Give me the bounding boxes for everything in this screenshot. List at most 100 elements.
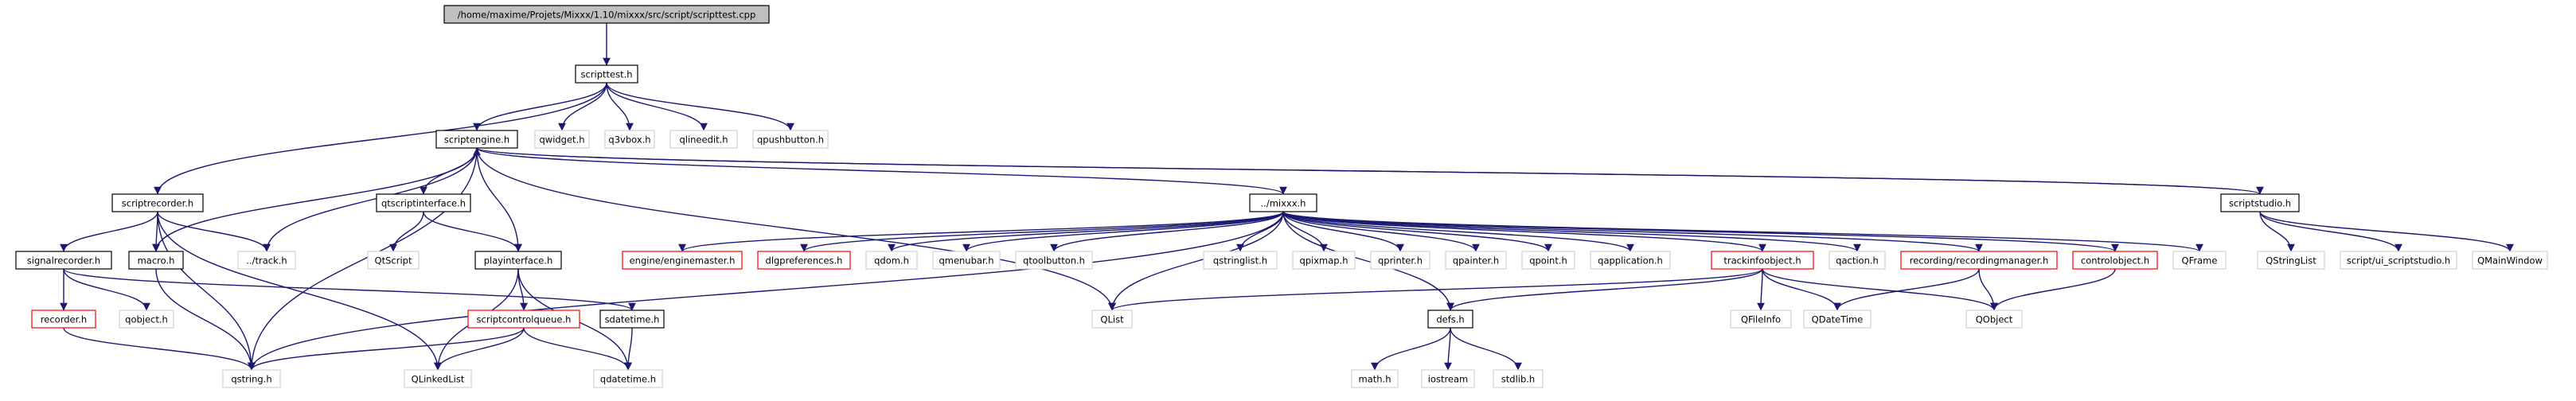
node-defs-h[interactable]: defs.h	[1427, 310, 1473, 329]
node-label: qwidget.h	[539, 134, 584, 146]
node-label: stdlib.h	[1501, 374, 1535, 385]
edge-mixxx_h-to-qpoint_h	[1282, 211, 1552, 252]
node-qlinkedlist[interactable]: QLinkedList	[404, 369, 472, 388]
node-trackinfoobject-h[interactable]: trackinfoobject.h	[1711, 251, 1814, 270]
node-iostream[interactable]: iostream	[1421, 369, 1475, 388]
node-ui-scriptstudio-h[interactable]: script/ui_scriptstudio.h	[2340, 251, 2457, 270]
node-box	[467, 310, 580, 329]
node-label: qmenubar.h	[939, 255, 993, 267]
edge-defs_h-to-math_h	[1371, 327, 1451, 371]
edge-scriptstudio_h-to-scriptengine_h	[473, 147, 2261, 195]
node-label: sdatetime.h	[605, 314, 660, 325]
node-qaction-h[interactable]: qaction.h	[1829, 251, 1886, 270]
node-qframe[interactable]: QFrame	[2172, 251, 2227, 270]
node-box	[111, 193, 204, 212]
node-signalrecorder-h[interactable]: signalrecorder.h	[15, 251, 112, 270]
node-qtscriptinterface-h[interactable]: qtscriptinterface.h	[376, 193, 471, 212]
edge-mixxx_h-to-qpainter_h	[1282, 211, 1480, 252]
node-qstringlist-cls[interactable]: QStringList	[2257, 251, 2325, 270]
edge-mixxx_h-to-qstring_h	[248, 211, 1284, 371]
node-qprinter-h[interactable]: qprinter.h	[1370, 251, 1430, 270]
edge-scriptengine_h-to-macro_h	[152, 147, 478, 252]
node-qpainter-h[interactable]: qpainter.h	[1445, 251, 1507, 270]
node-label: macro.h	[138, 255, 175, 267]
edge-scripttest_h-to-qlineedit_h	[606, 82, 708, 131]
node-qmainwindow[interactable]: QMainWindow	[2472, 251, 2548, 270]
node-box	[474, 251, 562, 270]
edge-scriptcontrolqueue_h-to-qdatetime_h	[523, 327, 632, 371]
node-qfileinfo[interactable]: QFileInfo	[1730, 310, 1792, 329]
node-box	[575, 64, 638, 84]
node-qstringlist-h[interactable]: qstringlist.h	[1203, 251, 1278, 270]
edge-scripttest_h-to-qpushbutton_h	[606, 82, 794, 131]
node-dlgpreferences-h[interactable]: dlgpreferences.h	[757, 251, 851, 270]
node-recordingmanager-h[interactable]: recording/recordingmanager.h	[1900, 251, 2058, 270]
edge-mixxx_h-to-defs_h	[1282, 211, 1454, 311]
node-scripttest-h[interactable]: scripttest.h	[575, 64, 638, 84]
node-box	[534, 130, 590, 149]
edge-mixxx_h-to-controlobject_h	[1282, 211, 2119, 252]
edge-scriptstudio_h-to-qmainwindow	[2259, 211, 2514, 252]
node-recorder-h[interactable]: recorder.h	[31, 310, 96, 329]
node-label: qtoolbutton.h	[1023, 255, 1085, 267]
node-qdom-h[interactable]: qdom.h	[865, 251, 918, 270]
node-track-h[interactable]: ../track.h	[237, 251, 296, 270]
node-box	[1292, 251, 1356, 270]
node-label: qdom.h	[874, 255, 909, 267]
edge-scripttest_h-to-qwidget_h	[558, 82, 607, 131]
node-box	[1900, 251, 2058, 270]
node-mixxx-h[interactable]: ../mixxx.h	[1249, 193, 1317, 212]
edge-scriptrecorder_h-to-qlinkedlist	[157, 211, 442, 371]
node-box	[1730, 310, 1792, 329]
node-label: QFrame	[2182, 255, 2218, 267]
node-label: controlobject.h	[2081, 255, 2149, 267]
node-label: math.h	[1359, 374, 1391, 385]
node-box	[1590, 251, 1671, 270]
node-qpoint-h[interactable]: qpoint.h	[1521, 251, 1575, 270]
node-qtoolbutton-h[interactable]: qtoolbutton.h	[1015, 251, 1093, 270]
node-label: qpoint.h	[1529, 255, 1567, 267]
edge-mixxx_h-to-qframe	[1282, 211, 2203, 252]
node-qpixmap-h[interactable]: qpixmap.h	[1292, 251, 1356, 270]
node-box	[1351, 369, 1399, 388]
node-qobject[interactable]: QObject	[1965, 310, 2023, 329]
node-qdatetime-h[interactable]: qdatetime.h	[593, 369, 663, 388]
node-stdlib-h[interactable]: stdlib.h	[1493, 369, 1544, 388]
edge-mixxx_h-to-qtoolbutton_h	[1050, 211, 1284, 252]
edge-qtscriptinterface_h-to-playinterface_h	[423, 211, 522, 252]
edge-defs_h-to-stdlib_h	[1450, 327, 1522, 371]
node-qstring-h[interactable]: qstring.h	[222, 369, 281, 388]
node-qlineedit-h[interactable]: qlineedit.h	[669, 130, 738, 149]
edge-mixxx_h-to-qdom_h	[888, 211, 1284, 252]
node-scriptcontrolqueue-h[interactable]: scriptcontrolqueue.h	[467, 310, 580, 329]
node-label: QFileInfo	[1741, 314, 1781, 325]
node-box	[1829, 251, 1886, 270]
node-enginemaster-h[interactable]: engine/enginemaster.h	[622, 251, 743, 270]
node-qdatetime[interactable]: QDateTime	[1803, 310, 1872, 329]
node-qmenubar-h[interactable]: qmenubar.h	[932, 251, 1001, 270]
node-macro-h[interactable]: macro.h	[128, 251, 184, 270]
edge-scriptrecorder_h-to-qstring_h	[157, 211, 256, 371]
node-qtscript[interactable]: QtScript	[367, 251, 420, 270]
node-scriptstudio-h[interactable]: scriptstudio.h	[2220, 193, 2300, 212]
edge-mixxx_h-to-qmenubar_h	[962, 211, 1284, 252]
node-q3vbox-h[interactable]: q3vbox.h	[604, 130, 655, 149]
node-qlist[interactable]: QList	[1091, 310, 1133, 329]
node-playinterface-h[interactable]: playinterface.h	[474, 251, 562, 270]
node-box	[222, 369, 281, 388]
node-qobject-h[interactable]: qobject.h	[119, 310, 174, 329]
node-qpushbutton-h[interactable]: qpushbutton.h	[752, 130, 829, 149]
node-math-h[interactable]: math.h	[1351, 369, 1399, 388]
node-sdatetime-h[interactable]: sdatetime.h	[599, 310, 665, 329]
node-scriptrecorder-h[interactable]: scriptrecorder.h	[111, 193, 204, 212]
edge-signalrecorder_h-to-qobject_h	[63, 268, 150, 311]
node-label: defs.h	[1436, 314, 1464, 325]
node-label: recorder.h	[41, 314, 87, 325]
node-controlobject-h[interactable]: controlobject.h	[2072, 251, 2158, 270]
node-box	[1493, 369, 1544, 388]
node-qwidget-h[interactable]: qwidget.h	[534, 130, 590, 149]
node-label: ../track.h	[246, 255, 287, 267]
node-qapplication-h[interactable]: qapplication.h	[1590, 251, 1671, 270]
node-label: q3vbox.h	[608, 134, 650, 146]
node-scriptengine-h[interactable]: scriptengine.h	[435, 130, 518, 149]
